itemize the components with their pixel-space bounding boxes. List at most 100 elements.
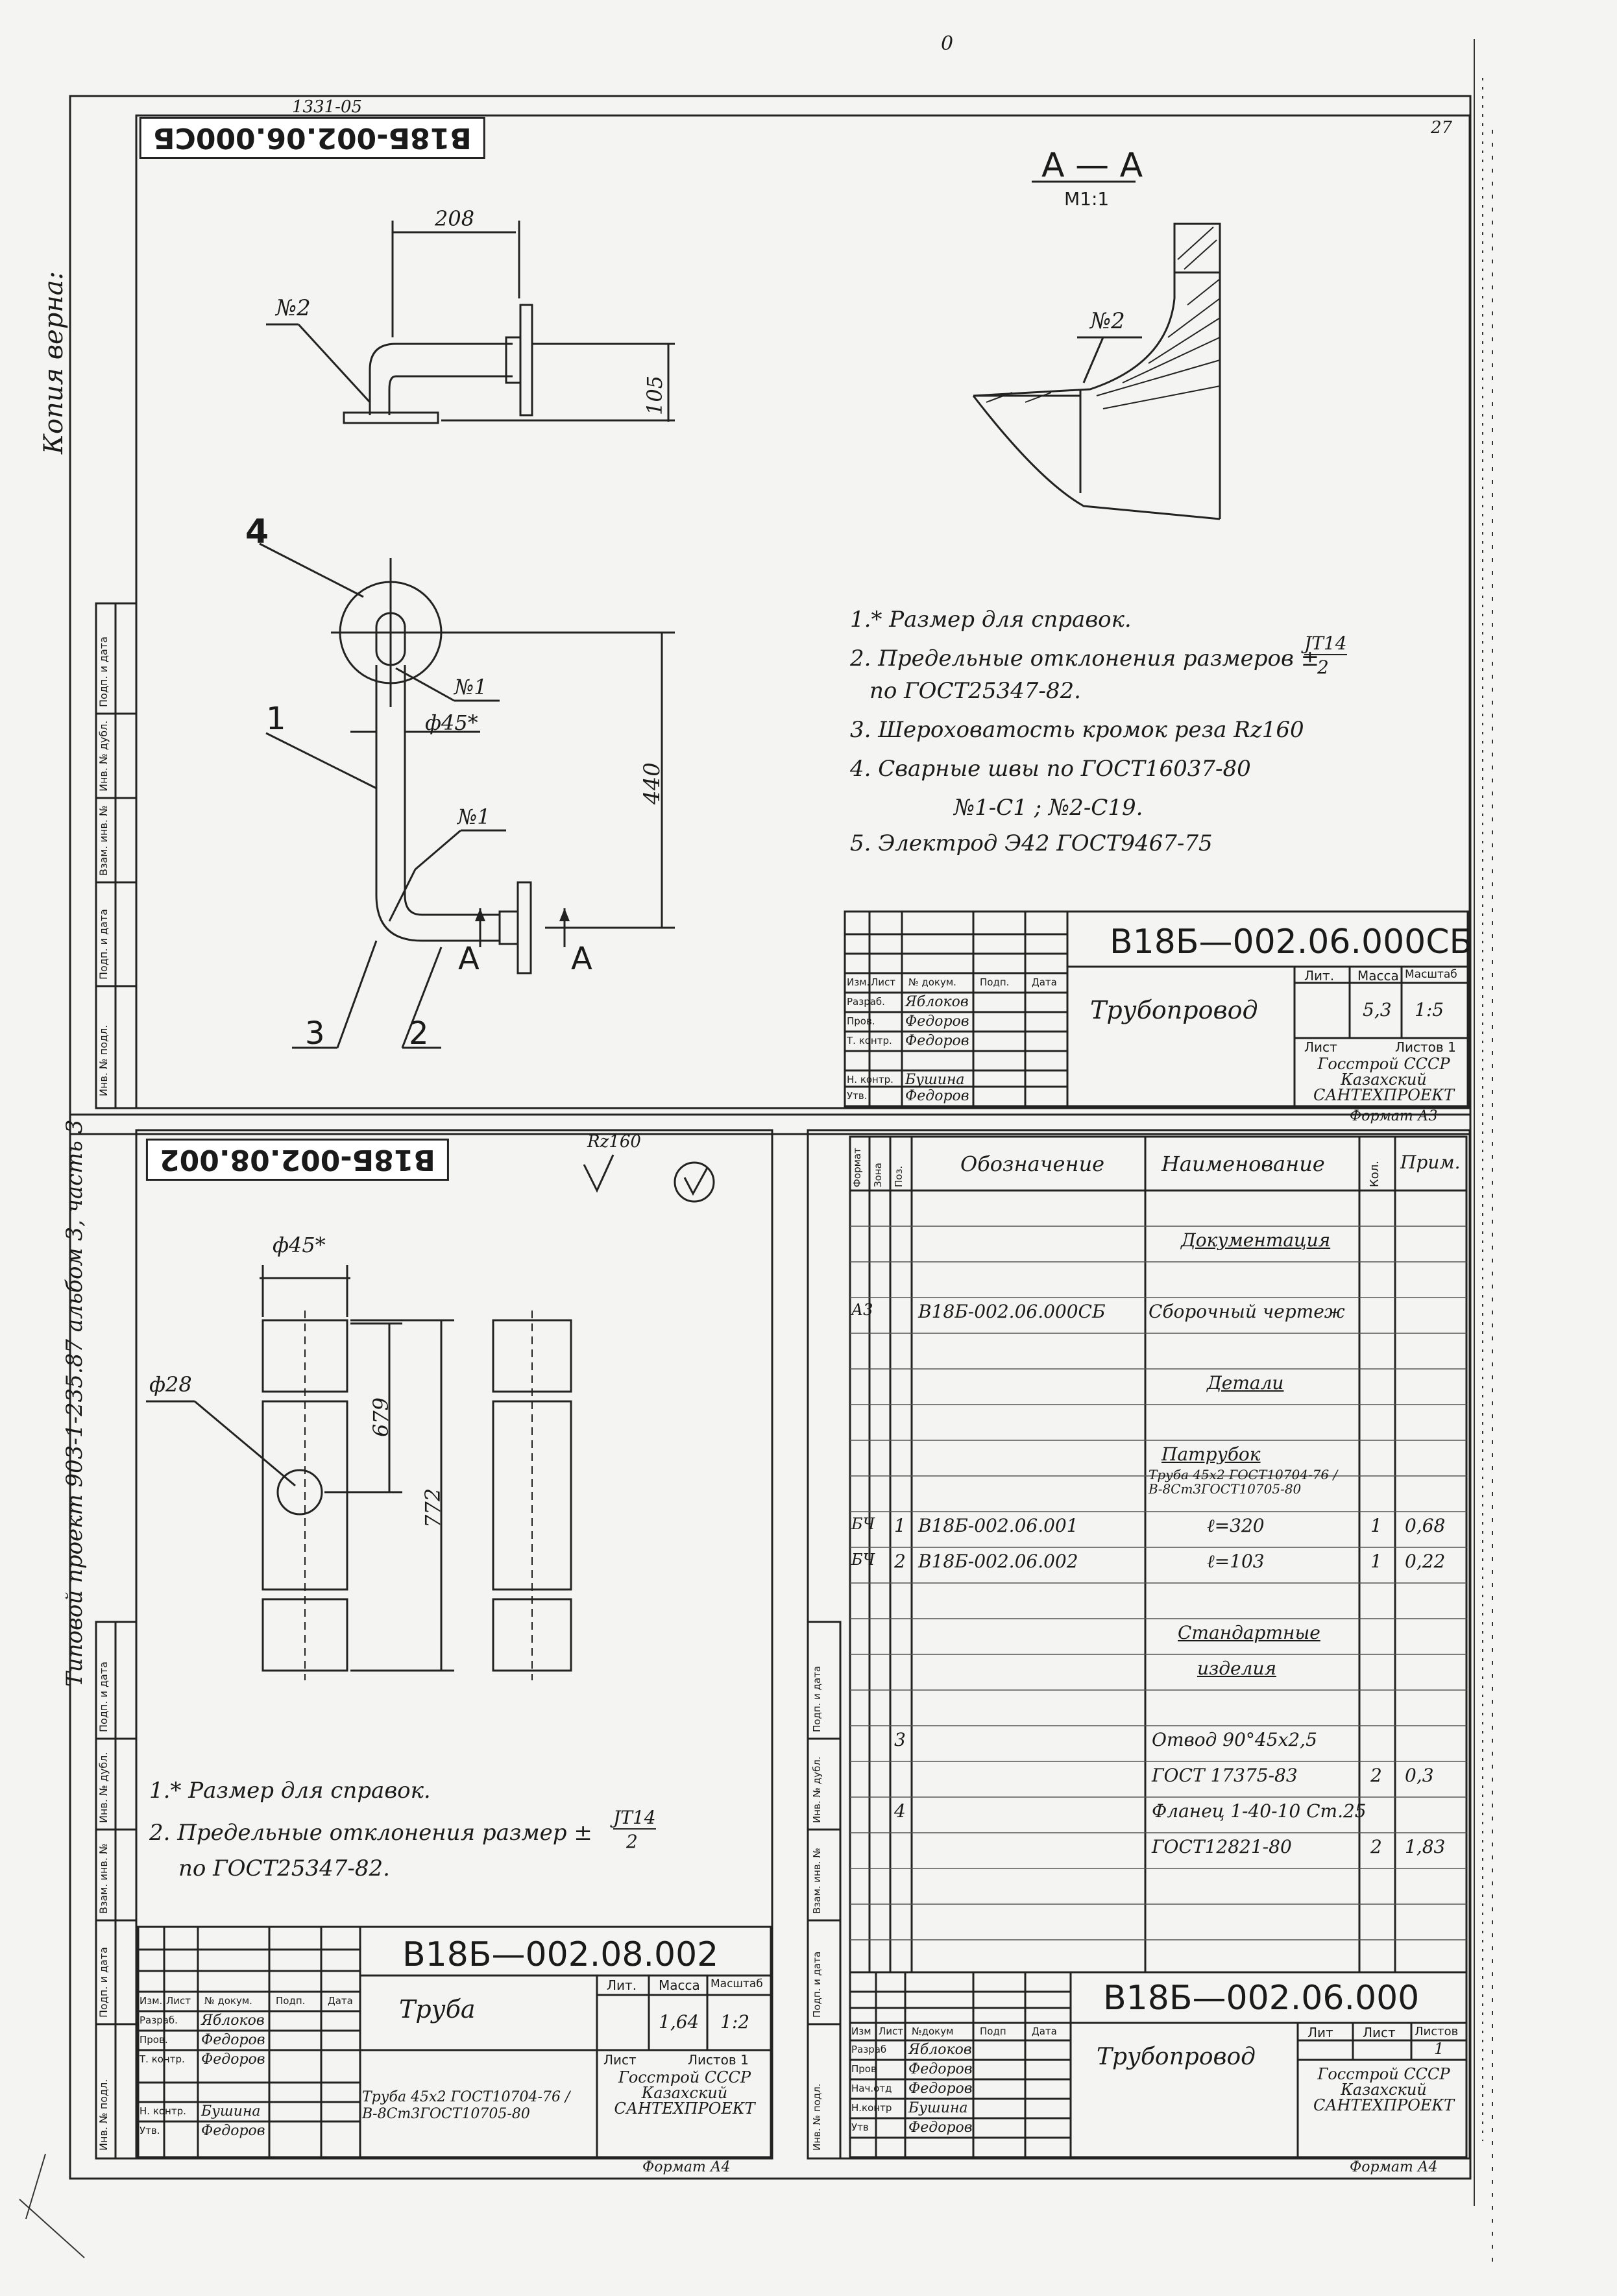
sheet2-title-block-grid [137, 1926, 772, 2158]
sheet3-tb-r3-role: Нач.отд [851, 2083, 892, 2094]
weld-1-label-top: №1 [454, 675, 487, 699]
sheet2-scale-value: 1:2 [720, 2011, 750, 2033]
sheet2-tolerance-num: JT14 [613, 1807, 656, 1830]
spec-row-standard: Стандартные [1178, 1622, 1320, 1643]
stamp-replace-inv: Взам. инв. № [97, 805, 110, 876]
sheet1-note-5: 5. Электрод Э42 ГОСТ9467-75 [850, 830, 1213, 856]
spec-row-1-qty: 1 [1370, 1515, 1382, 1536]
stamp3-sign-date-2: Подп. и дата [811, 1951, 823, 2018]
sheet2-org: Госстрой СССР Казахский САНТЕХПРОЕКТ [614, 2068, 755, 2118]
stamp2-dup-inv: Инв. № дубл. [97, 1752, 110, 1823]
sheet2-dim-phi28: ф28 [149, 1372, 192, 1397]
sheet2-note-2b: по ГОСТ25347-82. [178, 1855, 390, 1881]
sheet1-note-4b: №1-С1 ; №2-С19. [954, 795, 1143, 821]
sheet2-roughness-mark [583, 1154, 715, 1203]
dim-phi45: ф45* [425, 710, 478, 735]
sheet1-tb-r1-name: Яблоков [905, 994, 969, 1010]
sheet1-tb-r4-name: Бушина [905, 1072, 965, 1088]
sheet2-tb-h4: Подп. [276, 1995, 306, 2007]
sheet1-format: Формат А3 [1350, 1108, 1438, 1124]
weld-1-label-bottom: №1 [457, 804, 491, 829]
sheet1-rotated-code: В18Б-002.06.000СБ [140, 117, 485, 159]
spec-row-2-pos: 2 [894, 1551, 906, 1572]
sheet1-note-2: 2. Предельные отклонения размеров ± [850, 646, 1320, 671]
sheet3-tb-r2-role: Пров [851, 2063, 877, 2075]
spec-table-row-lines [850, 1226, 1466, 1940]
sheet2-format: Формат А4 [642, 2159, 731, 2175]
sheet1-note-4: 4. Сварные швы по ГОСТ16037-80 [850, 756, 1251, 782]
spec-row-1-name: ℓ=320 [1207, 1515, 1265, 1536]
sheet3-tb-r1-name: Яблоков [908, 2042, 972, 2058]
sheet3-sheets-label: Листов [1415, 2025, 1459, 2038]
sheet2-tb-r5-role: Утв. [140, 2125, 160, 2136]
spec-row-asm-name: Сборочный чертеж [1149, 1301, 1345, 1322]
stamp-sign-date: Подп. и дата [97, 636, 110, 707]
dim-105: 105 [642, 375, 667, 415]
sheet3-tb-h3: №докум [912, 2025, 954, 2037]
section-label: А — А [1041, 146, 1143, 185]
sheet3-tb-r2-name: Федоров [908, 2061, 973, 2077]
stamp2-sign-date-2: Подп. и дата [97, 1947, 110, 2018]
spec-row-4-pos: 4 [894, 1800, 906, 1822]
sheet1-tb-h5: Дата [1032, 976, 1057, 988]
sheet1-tb-r4-role: Н. контр. [847, 1074, 894, 1085]
sheet3-tb-r4-role: Н.контр [851, 2102, 892, 2114]
sheet2-pipe-drawing [146, 1265, 572, 1672]
sheet2-lit-label: Лит. [607, 1977, 637, 1993]
sheet3-tb-r5-role: Утв [851, 2121, 869, 2133]
top-mark: 0 [941, 32, 954, 55]
sheet3-tb-r5-name: Федоров [908, 2120, 973, 2136]
spec-row-1-format: БЧ [851, 1515, 875, 1533]
spec-row-1-designation: В18Б-002.06.001 [918, 1515, 1078, 1536]
sheet1-tolerance-num: JT14 [1304, 633, 1347, 655]
sheet1-title-block-grid [844, 910, 1469, 1107]
sheet3-title-name: Трубопровод [1097, 2044, 1256, 2070]
sheet2-title-name: Труба [399, 1995, 476, 2024]
sheet2-dim-phi45: ф45* [273, 1233, 326, 1257]
spec-row-3-standard: ГОСТ 17375-83 [1152, 1765, 1298, 1786]
spec-row-2-designation: В18Б-002.06.002 [918, 1551, 1078, 1572]
position-2: 2 [409, 1015, 429, 1052]
sheet2-roughness: Rz160 [587, 1132, 641, 1152]
position-4: 4 [245, 513, 269, 551]
spec-row-3-note: 0,3 [1405, 1765, 1434, 1786]
cut-marker-a-left: А [458, 941, 480, 977]
spec-row-3-pos: 3 [894, 1729, 906, 1750]
copy-verified-note: Копия верна: [39, 271, 69, 454]
spec-row-details: Детали [1207, 1372, 1284, 1394]
spec-row-2-note: 0,22 [1405, 1551, 1446, 1572]
sheet1-org: Госстрой СССР Казахский САНТЕХПРОЕКТ [1313, 1055, 1454, 1104]
spec-row-asm-format: А3 [851, 1301, 873, 1319]
stamp3-orig-inv: Инв. № подл. [811, 2083, 823, 2151]
sheet2-tb-h2: Лист [166, 1995, 191, 2007]
sheet2-tb-r1-name: Яблоков [201, 2012, 265, 2029]
project-reference: Типовой проект 903-1-235.87 альбом 3, ча… [62, 1119, 88, 1687]
sheet1-tb-h3: № докум. [908, 976, 956, 988]
sheet1-note-1: 1.* Размер для справок. [850, 607, 1132, 633]
sheet1-title-name: Трубопровод [1090, 996, 1258, 1024]
sheet1-tb-r5-role: Утв. [847, 1090, 868, 1102]
sheet1-tb-r1-role: Разраб. [847, 996, 885, 1008]
sheet1-tb-r2-role: Пров. [847, 1015, 875, 1027]
sheet2-mass-label: Масса [659, 1977, 700, 1993]
sheet3-tb-h5: Дата [1032, 2025, 1057, 2037]
sheet3-tb-r3-name: Федоров [908, 2081, 973, 2097]
sheet2-title-code: В18Б—002.08.002 [402, 1935, 719, 1974]
spec-row-4-name: Фланец 1-40-10 Ст.25 [1152, 1800, 1367, 1822]
sheet1-tolerance-den: 2 [1317, 657, 1329, 678]
sheet3-tb-h2: Лист [879, 2025, 904, 2037]
sheet2-tb-r1-role: Разраб. [140, 2014, 178, 2026]
spec-row-2-format: БЧ [851, 1551, 875, 1569]
sheet1-outer-frame [69, 95, 1472, 1135]
sheet3-format: Формат А4 [1350, 2159, 1438, 2175]
stamp-dup-inv: Инв. № дубл. [97, 720, 110, 792]
sheet2-tb-r3-name: Федоров [201, 2051, 265, 2068]
stamp3-dup-inv: Инв. № дубл. [811, 1756, 823, 1823]
sheet3-lit-label: Лит [1307, 2025, 1333, 2040]
stamp3-replace-inv: Взам. инв. № [811, 1848, 823, 1914]
section-weld-label: №2 [1090, 308, 1125, 334]
sheet1-tb-h1: Изм. [847, 976, 870, 988]
sheet2-tb-r2-role: Пров. [140, 2034, 168, 2046]
